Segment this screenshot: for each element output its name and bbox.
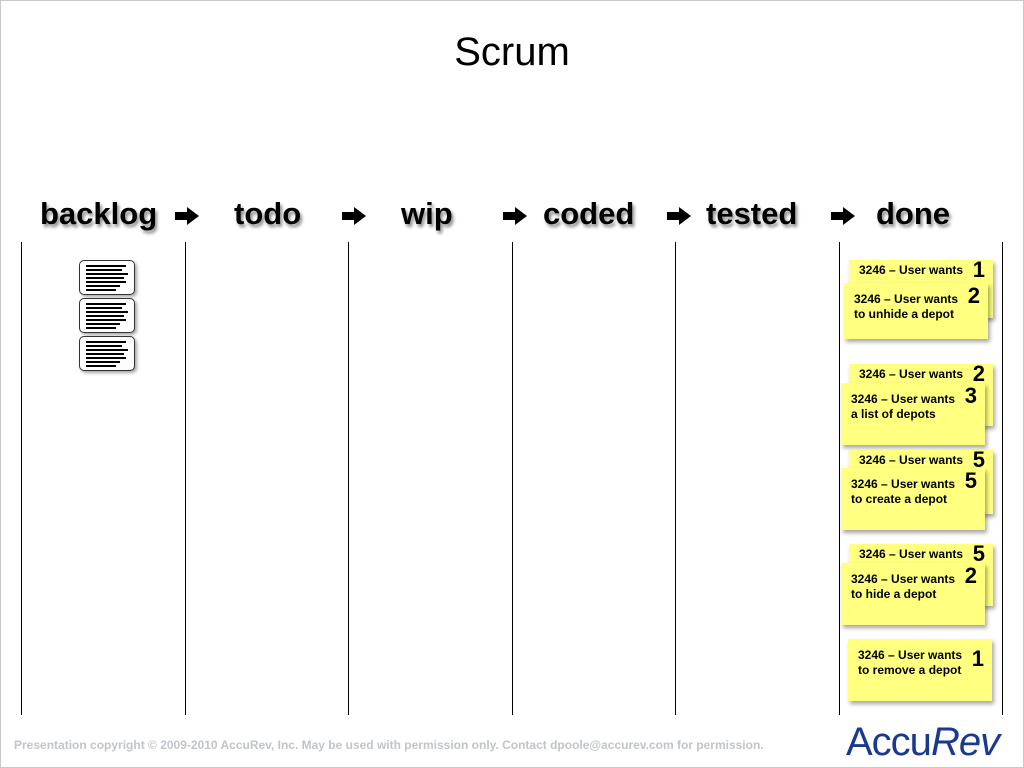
story-card-text: 3246 – User wants to remove a depot — [858, 648, 963, 677]
story-card[interactable]: 3246 – User wants to hide a depot 2 — [841, 563, 985, 625]
story-points: 5 — [972, 541, 985, 566]
column-divider — [675, 242, 676, 715]
story-points: 2 — [972, 361, 985, 386]
story-card-text: 3246 – User wants — [859, 263, 964, 277]
story-points: 2 — [964, 563, 977, 588]
story-card[interactable]: 3246 – User wants to create a depot 5 — [841, 468, 985, 530]
right-arrow-icon — [342, 207, 366, 225]
story-points: 1 — [971, 646, 984, 671]
column-divider — [348, 242, 349, 715]
story-card[interactable]: 3246 – User wants a list of depots 3 — [841, 383, 985, 445]
story-card-text: 3246 – User wants a list of depots — [851, 392, 956, 421]
right-arrow-icon — [175, 207, 199, 225]
column-header-tested: tested — [706, 196, 798, 231]
story-card-text: 3246 – User wants to create a depot — [851, 477, 956, 506]
document-icon — [79, 336, 135, 371]
column-divider — [512, 242, 513, 715]
right-arrow-icon — [503, 207, 527, 225]
column-divider — [185, 242, 186, 715]
column-divider — [21, 242, 22, 715]
column-header-done: done — [876, 196, 951, 231]
accurev-logo: AccuRev — [846, 720, 1000, 765]
story-points: 5 — [972, 447, 985, 472]
story-points: 5 — [964, 468, 977, 493]
story-card-text: 3246 – User wants to unhide a depot — [854, 292, 959, 321]
slide-title: Scrum — [454, 30, 570, 74]
story-points: 1 — [972, 257, 985, 282]
column-header-wip: wip — [401, 196, 453, 231]
story-points: 3 — [964, 383, 977, 408]
right-arrow-icon — [667, 207, 691, 225]
logo-text-accu: Accu — [846, 720, 932, 764]
document-icon — [79, 298, 135, 333]
story-card-text: 3246 – User wants — [859, 453, 964, 467]
column-divider — [839, 242, 840, 715]
document-icon — [79, 260, 135, 295]
story-card-text: 3246 – User wants — [859, 367, 964, 381]
story-card-text: 3246 – User wants — [859, 547, 964, 561]
column-header-coded: coded — [543, 196, 635, 231]
story-card[interactable]: 3246 – User wants to remove a depot 1 — [848, 639, 992, 701]
right-arrow-icon — [831, 207, 855, 225]
column-header-backlog: backlog — [40, 196, 158, 231]
column-divider — [1002, 242, 1003, 715]
story-card-text: 3246 – User wants to hide a depot — [851, 572, 956, 601]
story-points: 2 — [967, 283, 980, 308]
footer-copyright: Presentation copyright © 2009-2010 AccuR… — [14, 738, 764, 752]
story-card[interactable]: 3246 – User wants to unhide a depot 2 — [844, 283, 988, 339]
logo-text-rev: Rev — [930, 720, 1000, 764]
column-header-todo: todo — [234, 196, 302, 231]
